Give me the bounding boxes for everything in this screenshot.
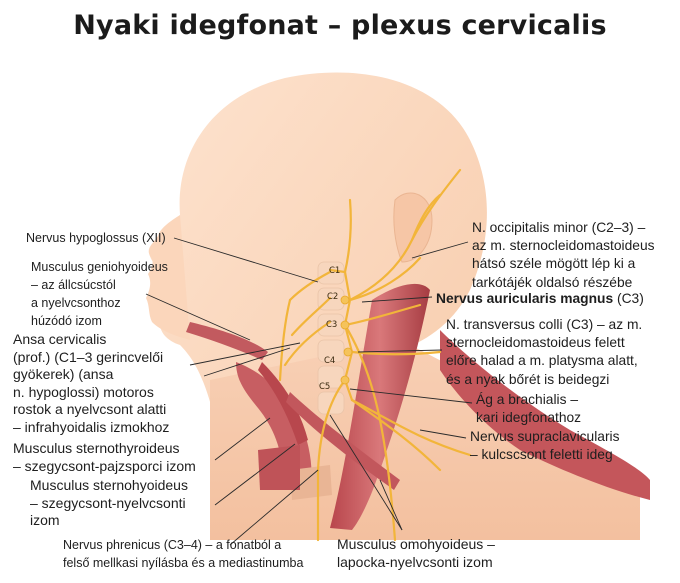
label-geniohyoideus: Musculus geniohyoideus – az állcsúcstól … [31,260,168,328]
vertebra-label-c2: C2 [327,292,338,302]
label-hypoglossus: Nervus hypoglossus (XII) [26,231,166,245]
sternocleidomastoid-muscle [330,283,430,530]
label-supraclavicularis: Nervus supraclavicularis – kulcscsont fe… [470,429,620,463]
vertebra-label-c4: C4 [324,356,335,366]
trapezius-muscle [440,330,650,500]
thyroid-region [290,465,332,500]
page-title: Nyaki idegfonat – plexus cervicalis [73,10,607,41]
label-auricularis-magnus-level: (C3) [613,291,644,306]
omohyoid-muscle [286,392,400,490]
ear [393,192,433,263]
vertebra-label-c3: C3 [326,320,337,330]
label-occipitalis-minor: N. occipitalis minor (C2–3) – az m. ster… [472,220,655,290]
label-omohyoideus: Musculus omohyoideus – lapocka-nyelvcson… [337,536,495,570]
vertebra-label-c5: C5 [319,382,330,392]
plexus-ganglia [340,295,353,385]
label-sternothyroideus: Musculus sternothyroideus – szegycsont-p… [13,440,196,474]
label-auricularis-magnus-name: Nervus auricularis magnus [436,291,614,306]
geniohyoid-muscle [186,322,268,360]
label-transversus-colli: N. transversus colli (C3) – az m. sterno… [446,317,643,387]
cervical-plexus-nerves [278,168,472,542]
vertebra-label-c1: C1 [329,266,340,276]
clavicle-muscle [258,445,300,490]
label-auricularis-magnus: Nervus auricularis magnus (C3) [436,290,644,308]
strap-muscle-sternothyroid [258,362,308,445]
label-ansa-cervicalis: Ansa cervicalis (prof.) (C1–3 gerincvelő… [13,331,170,435]
label-brachialis-branch: Ág a brachialis – kari idegfonathoz [476,392,582,426]
leader-lines [145,237,473,546]
label-phrenicus: Nervus phrenicus (C3–4) – a fonatból a f… [63,538,304,570]
label-sternohyoideus: Musculus sternohyoideus – szegycsont-nye… [30,477,188,528]
